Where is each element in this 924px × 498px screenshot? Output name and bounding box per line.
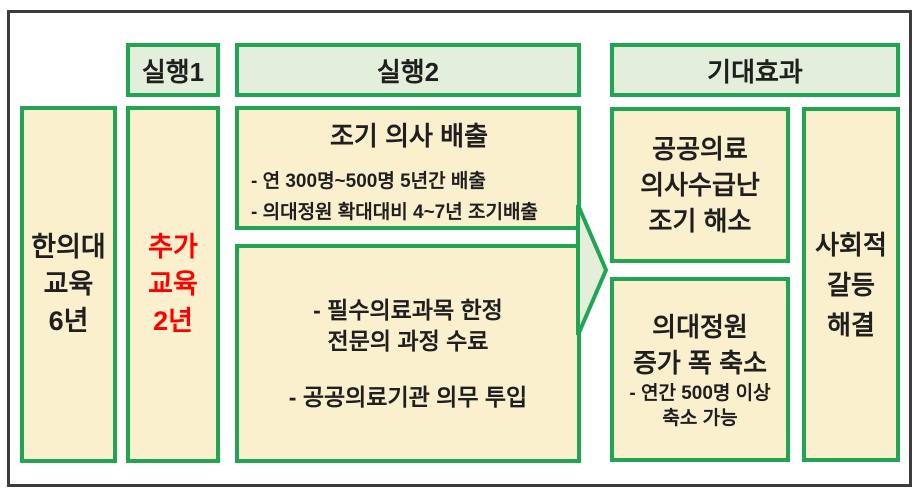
quota-bullet-line-1: - 연간 500명 이상: [629, 382, 771, 404]
public-medical-line-2: 의사수급난: [640, 170, 760, 200]
quota-title-line-1: 의대정원: [652, 311, 748, 342]
social-conflict-line-2: 갈등: [827, 269, 875, 300]
hanuidae-line-1: 한의대: [31, 232, 106, 262]
extra-education-line-2: 교육: [148, 269, 198, 299]
extra-education-line-3: 2년: [153, 306, 193, 336]
quota-bullet-line-2: 축소 가능: [662, 407, 738, 429]
specialist-line-1: - 필수의료과목 한정: [313, 296, 503, 323]
specialist-line-2: 전문의 과정 수료: [327, 327, 489, 354]
specialist-line-3: - 공공의료기관 의무 투입: [288, 383, 528, 410]
header-effect-label: 기대효과: [707, 56, 803, 87]
early-doctor-title: 조기 의사 배출: [330, 121, 488, 151]
extra-education-line-1: 추가: [148, 232, 198, 262]
hanuidae-line-3: 6년: [48, 306, 89, 336]
header-exec2-label: 실행2: [376, 56, 440, 87]
header-exec1: 실행1: [126, 43, 220, 97]
arrow-right-icon: [573, 199, 613, 341]
box-extra-education: 추가 교육 2년: [126, 106, 220, 463]
box-hanuidae-education: 한의대 교육 6년: [20, 106, 117, 463]
social-conflict-line-1: 사회적: [815, 229, 887, 260]
box-early-doctor-output: 조기 의사 배출 - 연 300명~500명 5년간 배출 - 의대정원 확대대…: [235, 106, 581, 230]
public-medical-line-1: 공공의료: [652, 134, 748, 164]
early-doctor-bullet-1: - 연 300명~500명 5년간 배출: [251, 171, 486, 192]
header-exec2: 실행2: [235, 43, 581, 97]
box-social-conflict: 사회적 갈등 해결: [802, 107, 900, 462]
box-specialist-course: - 필수의료과목 한정 전문의 과정 수료 - 공공의료기관 의무 투입: [235, 244, 581, 463]
box-quota-reduction: 의대정원 증가 폭 축소 - 연간 500명 이상 축소 가능: [610, 277, 790, 462]
early-doctor-bullet-2: - 의대정원 확대대비 4~7년 조기배출: [251, 202, 538, 223]
box-public-medical-supply: 공공의료 의사수급난 조기 해소: [610, 107, 790, 263]
hanuidae-line-2: 교육: [43, 269, 94, 299]
public-medical-line-3: 조기 해소: [648, 206, 752, 236]
header-exec1-label: 실행1: [141, 56, 205, 87]
quota-title-line-2: 증가 폭 축소: [632, 347, 768, 378]
social-conflict-line-3: 해결: [827, 309, 875, 340]
header-effect: 기대효과: [610, 43, 900, 97]
